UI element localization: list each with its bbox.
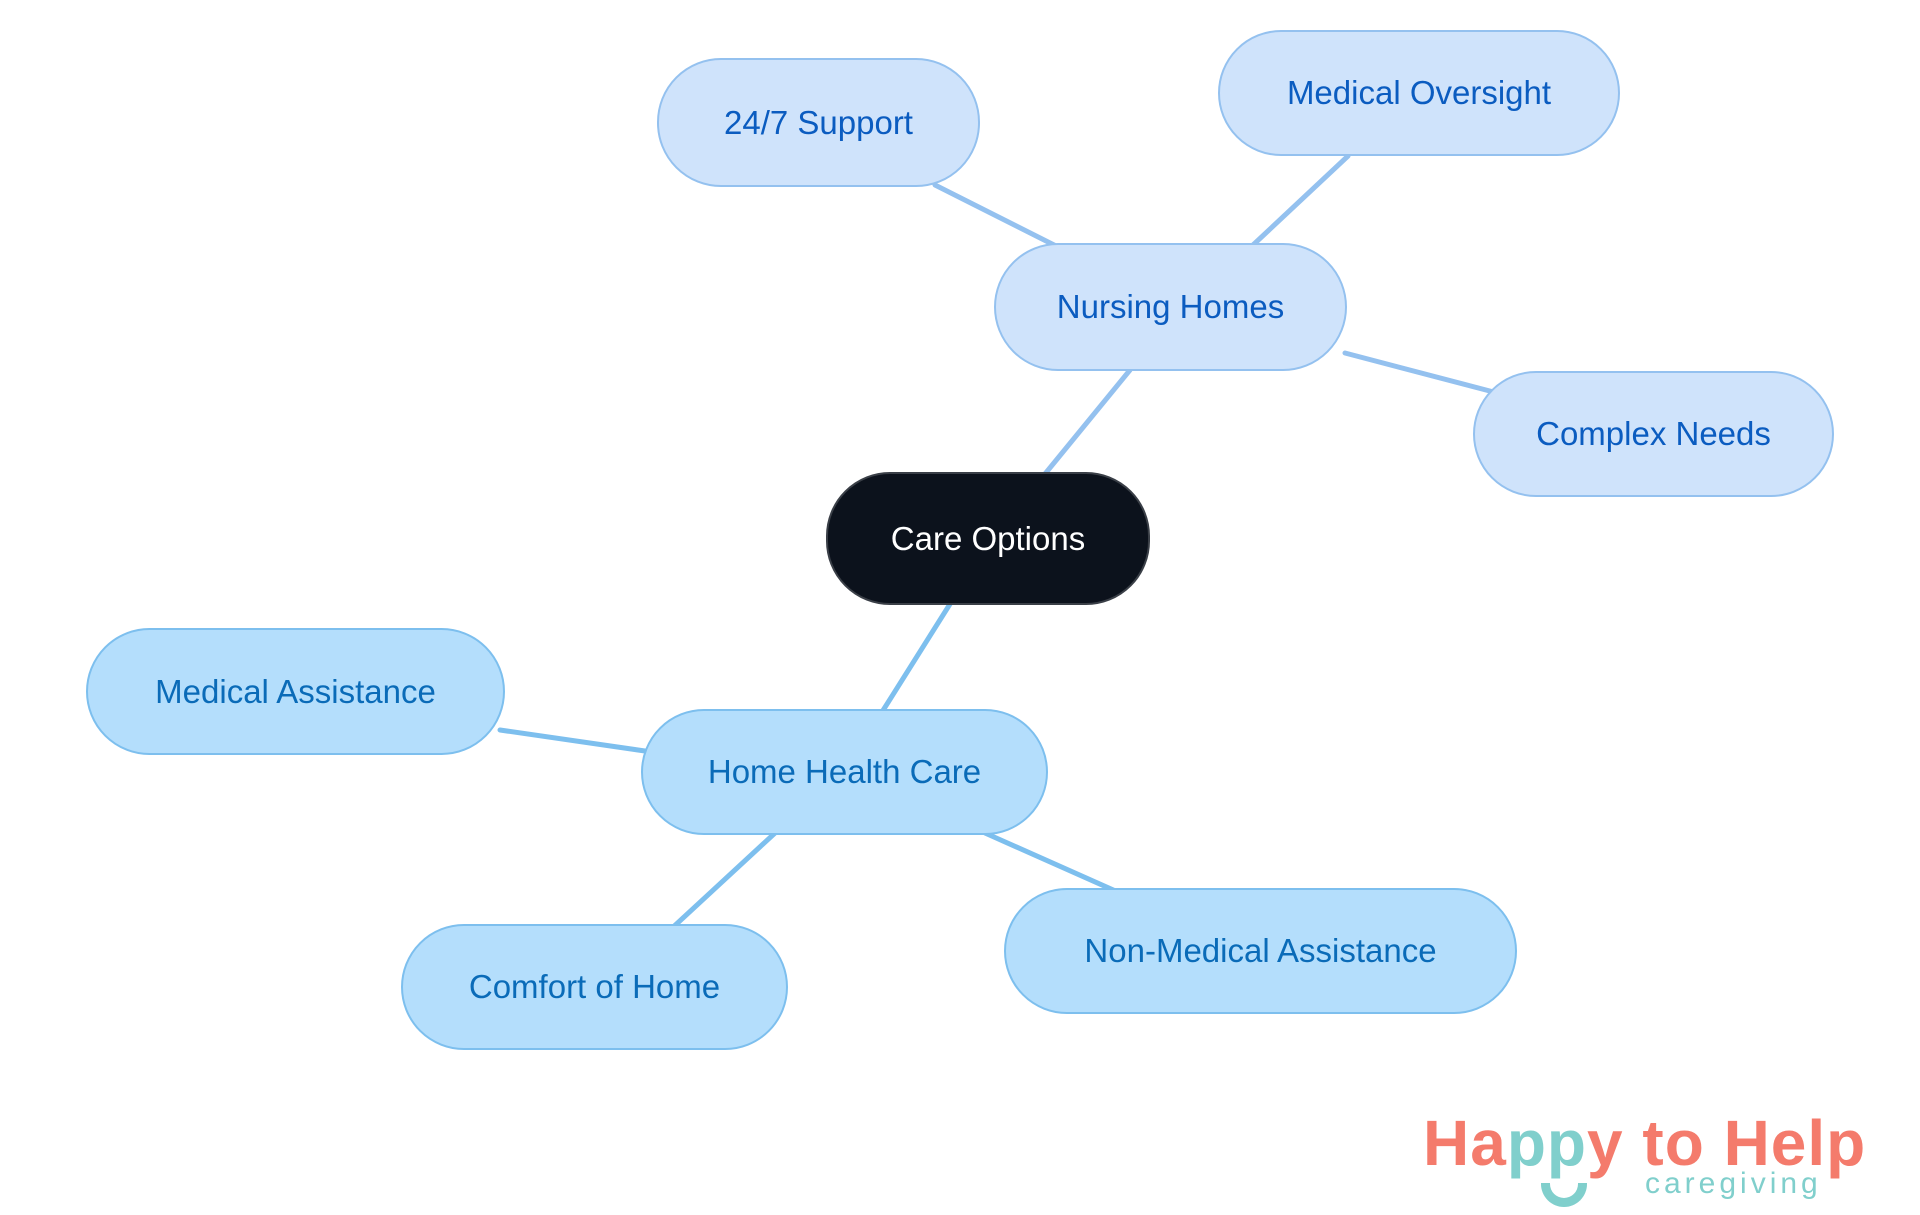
edge-nursing-homes-complex-needs — [1342, 350, 1508, 398]
happy-to-help-logo: Happy to Help caregiving — [1423, 1108, 1903, 1208]
node-label: Nursing Homes — [1056, 288, 1285, 325]
node-care-options[interactable]: Care Options — [826, 472, 1150, 605]
node-label: Medical Assistance — [155, 672, 436, 710]
edge-home-health-care-comfort-of-home — [667, 830, 778, 933]
node-home-health-care[interactable]: Home Health Care — [641, 709, 1048, 835]
logo-wordmark: Happy to Help — [1423, 1107, 1867, 1179]
node-24-7-support[interactable]: 24/7 Support — [657, 58, 980, 187]
node-medical-oversight[interactable]: Medical Oversight — [1218, 30, 1620, 156]
edge-home-health-care-non-medical-assistance — [982, 830, 1123, 896]
node-label: 24/7 Support — [724, 103, 913, 141]
node-label: Care Options — [890, 519, 1086, 557]
edge-root-nursing-homes — [1037, 367, 1133, 483]
edge-nursing-homes-medical-oversight — [1250, 153, 1351, 248]
node-label: Medical Oversight — [1286, 74, 1552, 111]
node-label: Home Health Care — [707, 753, 982, 790]
node-comfort-of-home[interactable]: Comfort of Home — [401, 924, 788, 1050]
node-label: Non-Medical Assistance — [1084, 932, 1437, 969]
node-nursing-homes[interactable]: Nursing Homes — [994, 243, 1347, 371]
edge-nursing-homes-24-7-support — [932, 182, 1063, 251]
smile-icon — [1541, 1183, 1587, 1207]
node-complex-needs[interactable]: Complex Needs — [1473, 371, 1834, 497]
edge-root-home-health-care — [879, 601, 953, 715]
node-medical-assistance[interactable]: Medical Assistance — [86, 628, 505, 755]
edge-home-health-care-medical-assistance — [497, 727, 648, 754]
logo-tagline: caregiving — [1645, 1167, 1822, 1200]
node-label: Complex Needs — [1536, 415, 1771, 452]
node-non-medical-assistance[interactable]: Non-Medical Assistance — [1004, 888, 1517, 1014]
node-label: Comfort of Home — [468, 968, 721, 1005]
